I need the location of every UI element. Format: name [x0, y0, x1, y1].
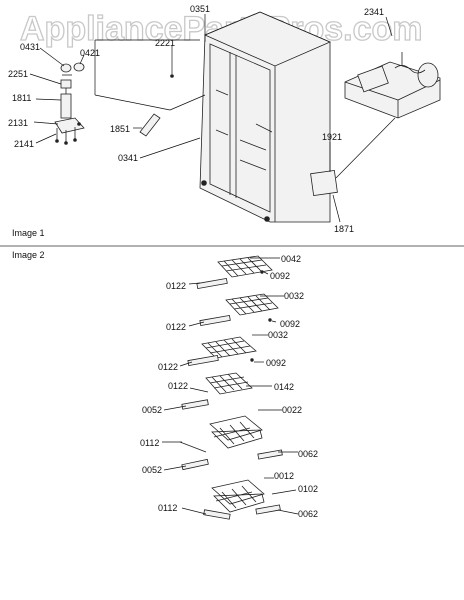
- label-0122-a: 0122: [166, 281, 186, 291]
- label-0351: 0351: [190, 4, 210, 14]
- label-0122-b: 0122: [166, 322, 186, 332]
- label-0012: 0012: [274, 471, 294, 481]
- label-2131: 2131: [8, 118, 28, 128]
- label-0032-a: 0032: [284, 291, 304, 301]
- label-0142: 0142: [274, 382, 294, 392]
- image2-drawing: 0042 0092 0122 0032 0122 0092 0032 0122 …: [140, 254, 318, 520]
- label-2341: 2341: [364, 7, 384, 17]
- label-0341: 0341: [118, 153, 138, 163]
- label-1811: 1811: [12, 93, 31, 103]
- label-0102: 0102: [298, 484, 318, 494]
- label-1921: 1921: [322, 132, 342, 142]
- label-1851: 1851: [110, 124, 130, 134]
- image2-leader-lines: [162, 257, 299, 515]
- label-0092-a: 0092: [270, 271, 290, 281]
- basket-0022: [179, 399, 283, 460]
- image1-drawing: 0351 2341 0431 0421 2221 2251 1811 2131 …: [8, 4, 441, 238]
- label-0112-b: 0112: [158, 503, 177, 513]
- label-0052-a: 0052: [142, 405, 162, 415]
- image1-labels: 0351 2341 0431 0421 2221 2251 1811 2131 …: [8, 4, 384, 234]
- label-0042: 0042: [281, 254, 301, 264]
- compressor-assembly: [344, 52, 441, 119]
- image2-labels: 0042 0092 0122 0032 0122 0092 0032 0122 …: [140, 254, 318, 519]
- shelf-0032-upper: [199, 293, 279, 327]
- label-0092-b: 0092: [280, 319, 300, 329]
- label-0062-a: 0062: [298, 449, 318, 459]
- label-1871: 1871: [334, 224, 354, 234]
- basket-0012: [181, 458, 281, 520]
- caption-image2: Image 2: [12, 250, 45, 260]
- label-0431: 0431: [20, 42, 40, 52]
- label-0052-b: 0052: [142, 465, 162, 475]
- label-2251: 2251: [8, 69, 28, 79]
- part-2221-screw: [170, 74, 174, 78]
- caption-image1: Image 1: [12, 228, 45, 238]
- label-2221: 2221: [155, 38, 175, 48]
- shelf-0032-lower: [187, 336, 257, 367]
- refrigerator-cabinet: [199, 11, 338, 223]
- label-0062-b: 0062: [298, 509, 318, 519]
- label-2141: 2141: [14, 139, 34, 149]
- label-0122-d: 0122: [168, 381, 188, 391]
- label-0092-c: 0092: [266, 358, 286, 368]
- label-0122-c: 0122: [158, 362, 178, 372]
- left-side-parts: [54, 62, 85, 145]
- shelf-0142: [205, 372, 253, 395]
- label-0022: 0022: [282, 405, 302, 415]
- label-0032-b: 0032: [268, 330, 288, 340]
- image1-leader-lines: [29, 14, 396, 223]
- label-0112-a: 0112: [140, 438, 159, 448]
- part-1851-shape: [139, 113, 161, 137]
- shelf-0042: [196, 255, 273, 290]
- label-0421: 0421: [80, 48, 100, 58]
